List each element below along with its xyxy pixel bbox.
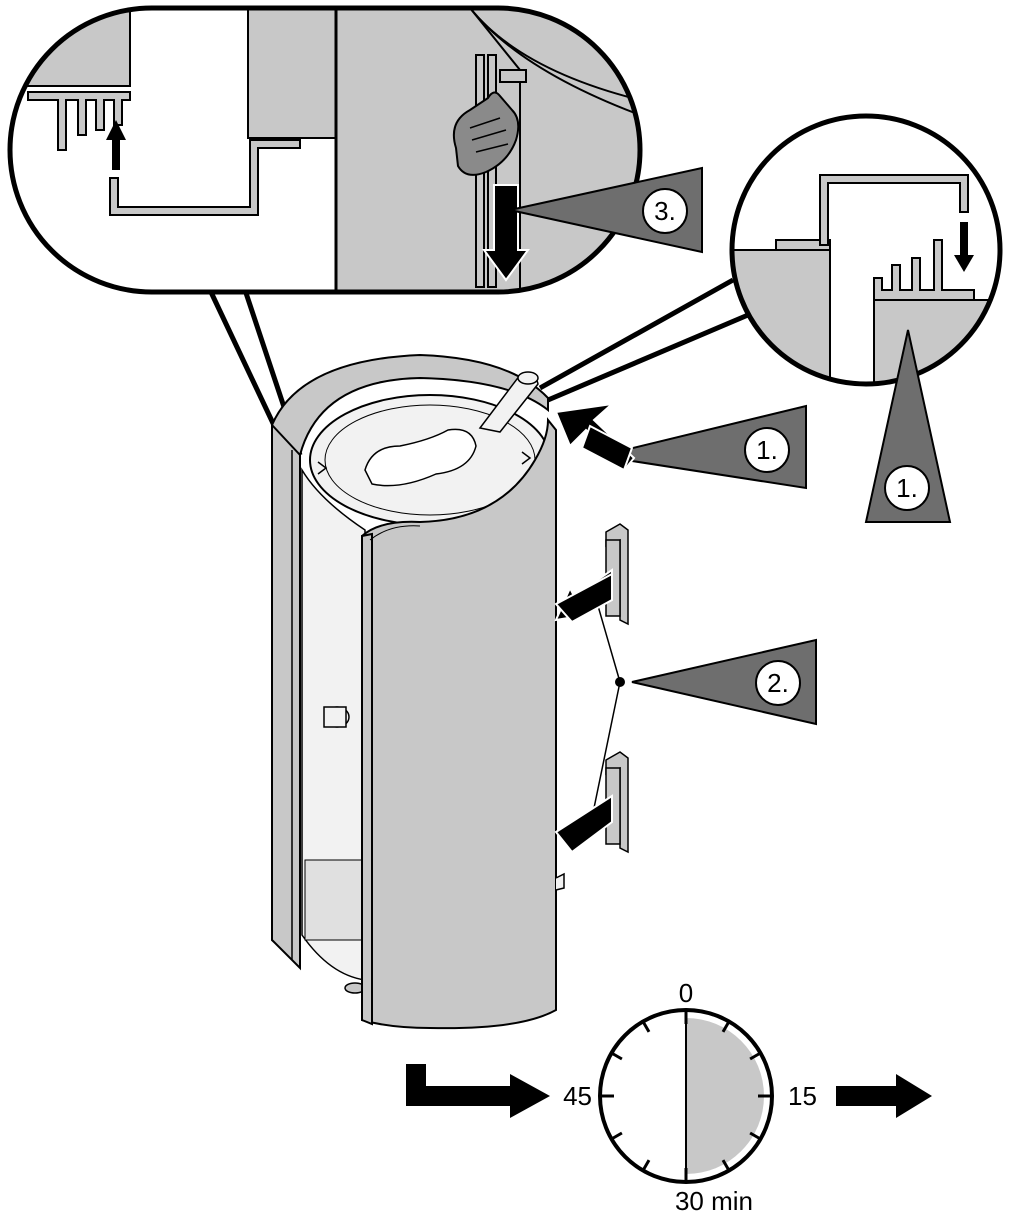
timer-tick xyxy=(641,1020,651,1033)
timer-tick xyxy=(749,1051,762,1061)
step-1-detail-label: 1. xyxy=(896,473,918,503)
up-arrow-icon xyxy=(106,120,126,170)
magnifier-leader-line xyxy=(538,277,735,391)
step-2-label: 2. xyxy=(767,668,789,698)
step-1-detail-callout: 1. xyxy=(864,329,952,523)
timer-label-left: 45 xyxy=(563,1081,592,1111)
step-badge xyxy=(744,427,790,473)
step-3-label: 3. xyxy=(654,196,676,226)
timer-label-right: 15 xyxy=(788,1081,817,1111)
flow-arrow-in-icon xyxy=(406,1064,550,1118)
timer-tick xyxy=(721,1020,731,1033)
timer-tick xyxy=(749,1131,762,1141)
magnifier-frame xyxy=(7,5,643,295)
step-2-callout: 2. xyxy=(554,523,817,854)
flow-arrow-out-icon xyxy=(836,1074,932,1118)
magnifier-leader-line xyxy=(547,312,749,403)
timer-tick xyxy=(610,1051,623,1061)
timer-ticks xyxy=(600,1010,772,1182)
timer-label-bottom: 30 min xyxy=(675,1186,753,1216)
water-heater-tank xyxy=(271,353,565,1030)
step-1-label: 1. xyxy=(756,435,778,465)
hand-icon xyxy=(452,91,520,176)
step-3-callout: 3. xyxy=(509,166,703,254)
callout-pointer xyxy=(864,329,952,523)
step-badge xyxy=(884,465,930,511)
step-badge xyxy=(755,660,801,706)
bracket-arrow-icon xyxy=(554,794,613,854)
timer-tick xyxy=(641,1159,651,1172)
timer: 0 15 30 min 45 xyxy=(406,978,932,1216)
magnifier-frame xyxy=(729,113,1003,387)
jacket-front-half xyxy=(361,417,557,1030)
timer-elapsed-sector xyxy=(686,1018,764,1174)
timer-tick xyxy=(721,1159,731,1172)
timer-tick xyxy=(610,1131,623,1141)
down-arrow-icon xyxy=(954,222,974,272)
timer-label-top: 0 xyxy=(679,978,693,1008)
step-badge xyxy=(642,188,688,234)
step-1-callout: 1. xyxy=(554,402,807,490)
